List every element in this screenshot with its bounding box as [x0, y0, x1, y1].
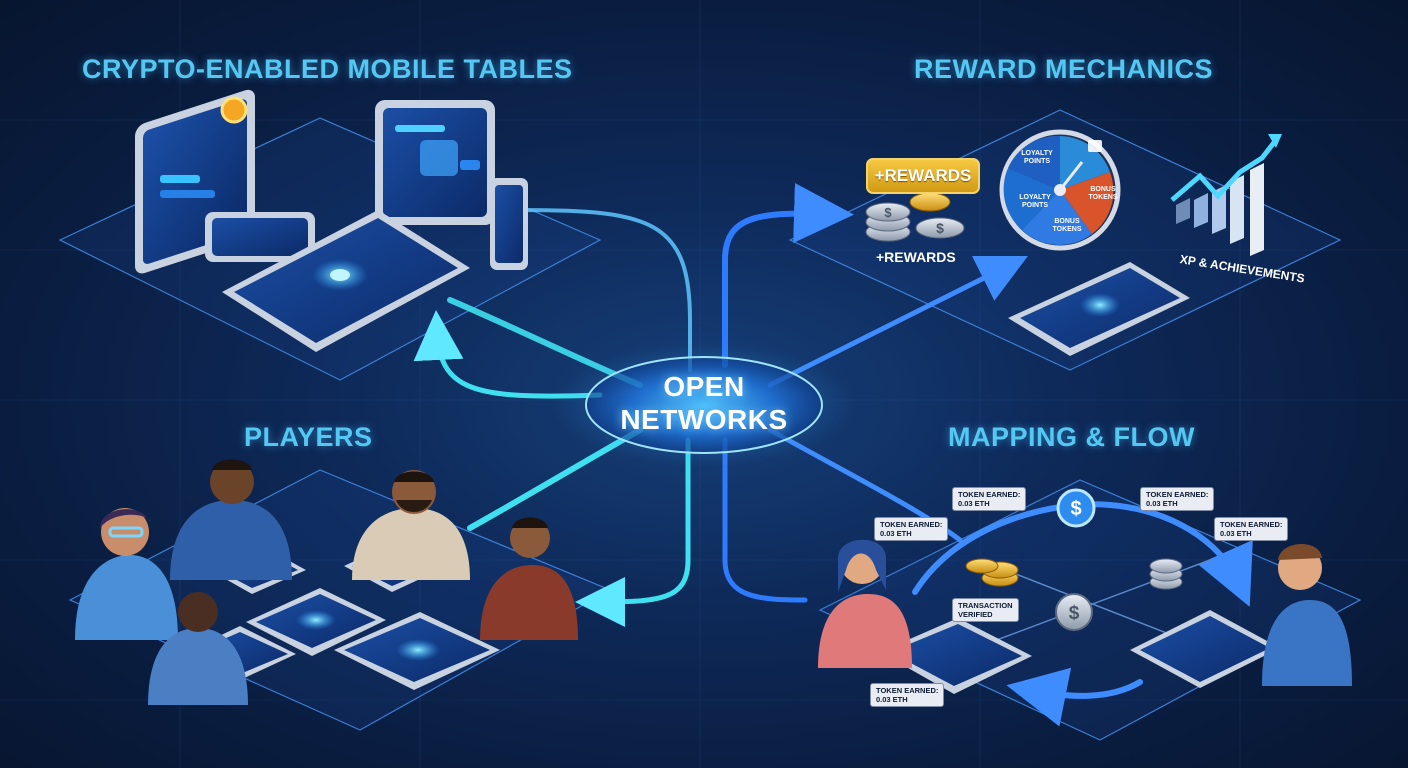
section-title-rewards: REWARD MECHANICS: [914, 54, 1214, 84]
transaction-text: TRANSACTION: [958, 601, 1013, 610]
token-earned-amount: 0.03 ETH: [880, 529, 912, 538]
device-tablet-rewards: [1008, 262, 1190, 356]
mapping-tablets: [880, 610, 1280, 694]
flow-hub-to-rewards-top: [722, 182, 854, 368]
rewards-caption: +REWARDS: [876, 249, 956, 265]
hub-node: [554, 343, 854, 467]
section-title-mapping: MAPPING & FLOW: [948, 422, 1195, 452]
flow-tables-curve: [518, 208, 692, 372]
wheel-label-bonus-bottom: BONUS TOKENS: [1052, 218, 1082, 233]
coin-stack-rewards: $ $: [865, 192, 965, 242]
token-earned-amount: 0.03 ETH: [876, 695, 908, 704]
mapping-coins: $ $: [965, 488, 1183, 631]
flow-hub-to-mapping: [722, 437, 808, 603]
token-earned-label: TOKEN EARNED: 0.03 ETH: [870, 683, 945, 707]
token-earned-label: TOKEN EARNED: 0.03 ETH: [1214, 517, 1289, 541]
section-title-tables: CRYPTO-ENABLED MOBILE TABLES: [82, 54, 573, 84]
svg-text:$: $: [1069, 603, 1080, 624]
rewards-badge: +REWARDS: [866, 158, 980, 194]
wheel-label-loyalty-top: LOYALTY POINTS: [1021, 150, 1053, 165]
token-earned-amount: 0.03 ETH: [958, 499, 990, 508]
token-earned-label: TOKEN EARNED: 0.03 ETH: [874, 517, 949, 541]
token-earned-amount: 0.03 ETH: [1220, 529, 1252, 538]
player-back-person: [148, 592, 248, 705]
hub-label-line1: OPEN: [663, 371, 745, 402]
token-earned-amount: 0.03 ETH: [1146, 499, 1178, 508]
wheel-label-loyalty-bottom: LOYALTY POINTS: [1019, 194, 1051, 209]
player-red-hoodie: [480, 517, 578, 640]
player-glasses-woman: [75, 508, 178, 640]
svg-text:$: $: [1070, 498, 1081, 520]
mapping-woman: [818, 539, 912, 668]
flow-arc-top: [912, 501, 1253, 607]
reward-wheel: [999, 129, 1121, 251]
token-earned-text: TOKEN EARNED:: [1220, 520, 1283, 529]
device-phone-small: [205, 212, 315, 262]
token-earned-text: TOKEN EARNED:: [958, 490, 1021, 499]
svg-text:$: $: [884, 205, 892, 220]
device-phone-right: [490, 178, 528, 270]
xp-growth-chart: [1170, 134, 1282, 256]
hub-label-line2: NETWORKS: [620, 404, 788, 435]
hub-label: OPEN NETWORKS: [586, 370, 822, 436]
token-earned-text: TOKEN EARNED:: [1146, 490, 1209, 499]
token-earned-label: TOKEN EARNED: 0.03 ETH: [1140, 487, 1215, 511]
player-bearded-man: [352, 470, 470, 580]
flow-hub-to-players-curve: [575, 437, 691, 627]
token-earned-text: TOKEN EARNED:: [880, 520, 943, 529]
svg-text:$: $: [936, 220, 944, 236]
token-earned-label: TOKEN EARNED: 0.03 ETH: [952, 487, 1027, 511]
flow-arc-bottom: [1006, 667, 1143, 727]
mapping-man: [1262, 543, 1352, 686]
wheel-label-bonus-right: BONUS TOKENS: [1088, 186, 1118, 201]
token-earned-text: TOKEN EARNED:: [876, 686, 939, 695]
transaction-status: VERIFIED: [958, 610, 993, 619]
player-hoodie-man: [170, 459, 292, 580]
device-tablet-upper: [375, 100, 495, 225]
transaction-verified-label: TRANSACTION VERIFIED: [952, 598, 1019, 622]
section-title-players: PLAYERS: [244, 422, 373, 452]
device-tablet-center: [222, 210, 470, 352]
